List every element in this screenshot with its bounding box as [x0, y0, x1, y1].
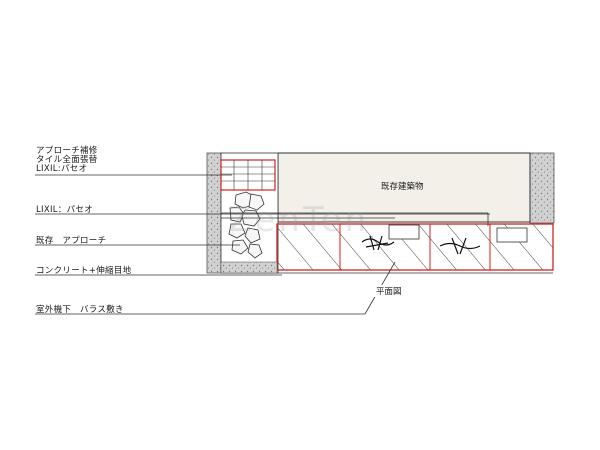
existing-building [277, 152, 531, 223]
label-lixil-paseo: LIXIL：パセオ [36, 205, 94, 215]
label-existing-approach: 既存 アプローチ [36, 236, 107, 246]
renovation-outline [276, 223, 554, 271]
gravel-strip [220, 261, 278, 274]
plant-symbols [361, 235, 481, 255]
building-label: 既存建築物 [381, 182, 424, 192]
label-approach-repair-line3: LIXIL:パセオ [36, 164, 88, 174]
pipes [221, 212, 489, 226]
watermark: ZenTen [228, 200, 370, 240]
leader-lines [35, 174, 490, 315]
label-approach-repair-line1: アプローチ補修 [36, 146, 98, 156]
left-block-wall [206, 152, 222, 274]
outdoor-units [388, 224, 528, 243]
label-gravel-under-ac: 室外機下 バラス敷き [36, 305, 124, 315]
right-block-wall [529, 152, 555, 224]
label-concrete-joint: コンクリート+伸縮目地 [36, 266, 132, 276]
label-approach-repair-line2: タイル全面張替 [36, 155, 98, 165]
plan-label: 平面図 [374, 285, 404, 297]
